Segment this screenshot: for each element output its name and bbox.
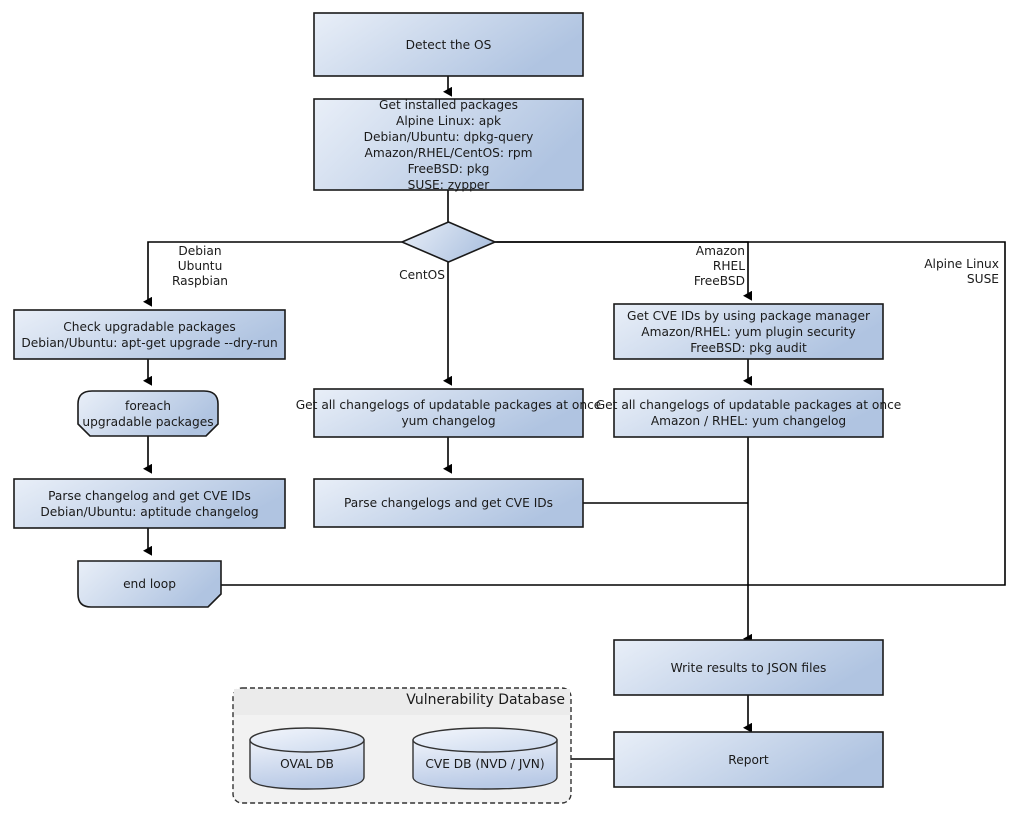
edge-label-amazon-line-0: Amazon	[695, 244, 745, 258]
edge-label-amazon-line-1: RHEL	[712, 259, 745, 273]
edge-label-amazon-line-2: FreeBSD	[693, 274, 745, 288]
group-header-band	[234, 689, 570, 715]
edge-label-debian-line-0: Debian	[178, 244, 222, 258]
db-cve-shape	[412, 727, 558, 790]
node-changelogs-amazon-shape	[613, 388, 884, 438]
node-parse-changelog-deb-shape	[13, 478, 286, 529]
edge-label-alpine-line-0: Alpine Linux	[924, 257, 999, 271]
node-detect-os-shape	[313, 12, 584, 77]
edge-label-debian-line-2: Raspbian	[171, 274, 229, 288]
node-get-installed-packages-shape	[313, 98, 584, 191]
node-decision[interactable]	[402, 222, 495, 262]
node-changelogs-centos-shape	[313, 388, 584, 438]
edge-label-amazon-branch: Amazon RHEL FreeBSD	[655, 244, 745, 289]
edge-label-alpine-line-1: SUSE	[966, 272, 999, 286]
edge-label-centos-branch: CentOS	[383, 268, 445, 283]
node-decision-shape	[399, 221, 498, 263]
node-parse-changelogs-centos-shape	[313, 478, 584, 528]
node-write-json-shape	[613, 639, 884, 696]
db-oval-shape	[249, 727, 365, 790]
db-oval-label[interactable]: OVAL DB	[280, 757, 334, 771]
node-end-loop-shape	[77, 560, 222, 608]
edge-label-alpine-branch: Alpine Linux SUSE	[895, 257, 999, 287]
node-foreach-shape	[77, 390, 219, 437]
node-report-shape	[613, 731, 884, 788]
db-cve-label[interactable]: CVE DB (NVD / JVN)	[425, 757, 545, 771]
edge-label-debian-branch: Debian Ubuntu Raspbian	[155, 244, 245, 289]
group-vulnerability-database-title: Vulnerability Database	[406, 692, 565, 708]
edge-label-centos-line-0: CentOS	[399, 268, 445, 282]
node-check-upgradable-shape	[13, 309, 286, 360]
node-get-cve-pkg-manager-shape	[613, 303, 884, 360]
edge-label-debian-line-1: Ubuntu	[177, 259, 223, 273]
